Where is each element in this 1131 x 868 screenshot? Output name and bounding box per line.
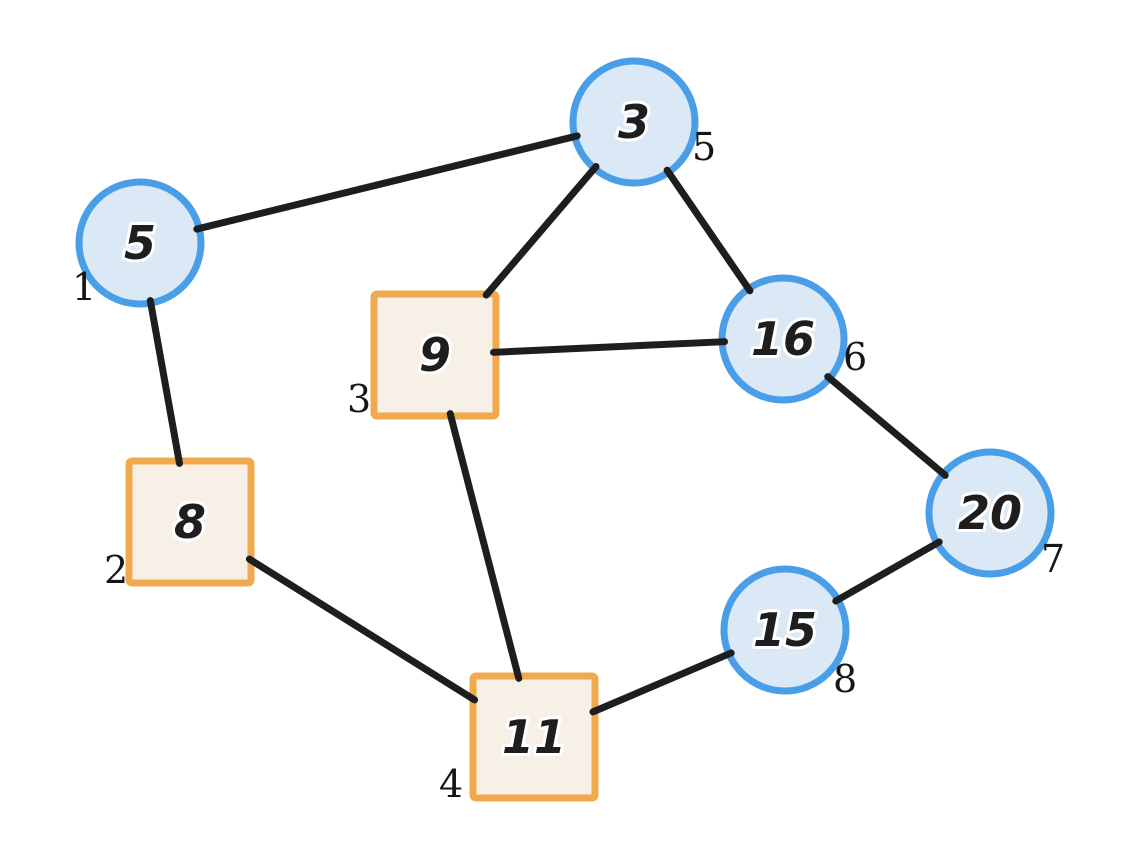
node-circle-shape: [720, 565, 850, 695]
graph-edge-6-7: [824, 373, 949, 479]
node-index-label: 8: [833, 657, 857, 701]
edge-layer: [146, 132, 949, 716]
graph-edge-1-2: [146, 297, 183, 467]
node-index-label: 3: [347, 377, 371, 421]
node-value: 20: [958, 486, 1022, 540]
graph-edge-4-8: [589, 649, 735, 716]
graph-node-7: 20 7: [925, 448, 1065, 581]
graph-edge-1-5: [193, 132, 581, 233]
graph-node-1: 51: [72, 178, 205, 309]
node-index-label: 5: [692, 125, 716, 169]
graph-edge-8-7: [832, 538, 943, 605]
node-square-shape: [125, 457, 255, 587]
graph-node-4: 11 4: [439, 672, 599, 806]
node-index-label: 7: [1041, 537, 1065, 581]
node-value: 5: [124, 216, 156, 270]
graph-edge-3-4: [446, 410, 523, 682]
node-value: 11: [502, 710, 566, 764]
graph-node-6: 16 6: [718, 274, 867, 404]
node-circle-shape: [925, 448, 1055, 578]
node-value: 8: [174, 495, 206, 549]
graph-edge-3-6: [490, 338, 729, 356]
graph-node-8: 15 8: [720, 565, 857, 701]
graph-edge-5-6: [663, 166, 754, 295]
node-circle-shape: [75, 178, 205, 308]
node-index-label: 4: [439, 762, 463, 806]
node-square-shape: [469, 672, 599, 802]
graph-edge-5-3: [482, 162, 600, 299]
node-circle-shape: [569, 57, 699, 187]
node-index-label: 2: [104, 548, 128, 592]
graph-edge-2-4: [245, 555, 479, 704]
node-index-label: 1: [72, 265, 96, 309]
node-value: 3: [618, 95, 650, 149]
node-value: 9: [419, 328, 451, 382]
node-value: 15: [753, 603, 817, 657]
node-value: 16: [751, 312, 815, 366]
node-index-label: 6: [843, 335, 867, 379]
graph-node-3: 93: [347, 290, 500, 421]
graph-node-2: 82: [104, 457, 255, 592]
